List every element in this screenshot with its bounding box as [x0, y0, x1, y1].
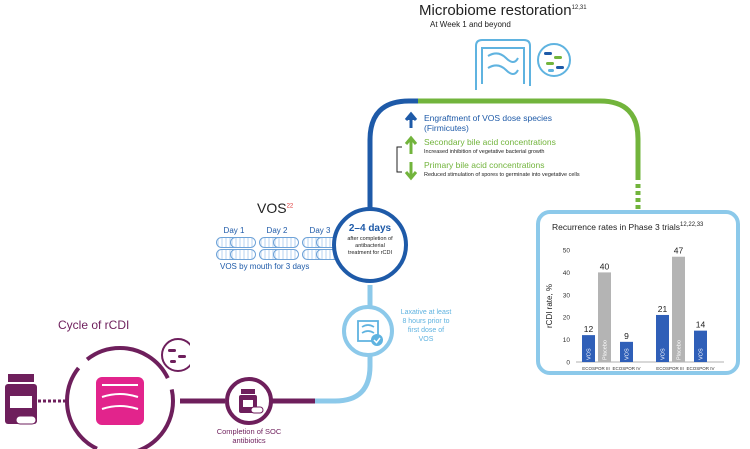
mechanism-primary-detail: Reduced stimulation of spores to germina… — [424, 172, 580, 178]
vos-day-2: Day 2 — [266, 226, 288, 235]
y-axis-label: rCDI rate, % — [545, 284, 554, 328]
bar-label: Placebo — [677, 340, 683, 360]
data-label: 9 — [624, 331, 629, 341]
mechanism-arrows — [404, 111, 418, 181]
y-tick-label: 10 — [563, 337, 571, 344]
intestine-restored-icon — [475, 39, 571, 90]
laxative-circle — [342, 305, 394, 357]
microbiome-title: Microbiome restoration12,31 — [419, 2, 587, 19]
bracket-icon — [396, 146, 402, 173]
bacteria-icon — [161, 338, 190, 372]
y-tick-label: 40 — [563, 270, 571, 277]
soc-circle — [225, 377, 273, 425]
flow-line-laxative — [315, 343, 373, 404]
intestine-check-icon — [357, 320, 383, 346]
bar-vos — [656, 314, 669, 362]
data-label: 14 — [696, 320, 706, 330]
data-label: 47 — [674, 246, 684, 256]
y-tick-label: 50 — [563, 248, 571, 255]
soc-text: Completion of SOC antibiotics — [216, 427, 282, 445]
trial-label: ECOSPOR IV — [686, 366, 714, 371]
arrow-up-secondary-icon — [404, 135, 418, 154]
data-label: 12 — [584, 324, 594, 334]
chart-title: Recurrence rates in Phase 3 trials12,22,… — [552, 222, 704, 232]
y-tick-label: 30 — [563, 292, 571, 299]
inflamed-intestine-icon — [96, 377, 144, 425]
vos-caption: VOS by mouth for 3 days — [220, 262, 310, 271]
vos-day-1: Day 1 — [223, 226, 245, 235]
bar-vos — [582, 335, 595, 362]
capsule-icon — [230, 237, 256, 248]
timing-detail: after completion of antibacterial treatm… — [347, 236, 393, 256]
cycle-diagram — [65, 338, 190, 449]
trial-label: ECOSPOR III — [582, 366, 610, 371]
bar-vos — [620, 341, 633, 362]
capsule-icon — [273, 249, 299, 260]
bar-label: VOS — [699, 348, 705, 360]
capsule-icon — [230, 249, 256, 260]
microbiome-subtitle: At Week 1 and beyond — [430, 20, 511, 29]
y-tick-label: 20 — [563, 315, 571, 322]
bar-label: Placebo — [603, 340, 609, 360]
cycle-ring — [65, 346, 175, 449]
trial-label: ECOSPOR IV — [612, 366, 640, 371]
data-label: 21 — [658, 304, 668, 314]
trial-label: ECOSPOR III — [656, 366, 684, 371]
timing-circle: 2–4 days after completion of antibacteri… — [332, 207, 408, 283]
medication-bottle-icon — [5, 374, 37, 425]
bar-vos — [694, 330, 707, 362]
arrow-up-engraftment-icon — [404, 111, 418, 128]
vos-title: VOS22 — [257, 200, 294, 216]
y-tick-label: 0 — [566, 360, 570, 367]
mechanism-primary-bile: Primary bile acid concentrations — [424, 160, 545, 170]
data-label: 40 — [600, 261, 610, 271]
flow-line-restoration — [418, 98, 641, 180]
laxative-text: Laxative at least 8 hours prior to first… — [400, 309, 452, 343]
antibiotic-bottle-icon — [239, 389, 264, 414]
mechanism-engraftment: Engraftment of VOS dose species (Firmicu… — [424, 113, 553, 133]
mechanism-secondary-detail: Increased inhibition of vegetative bacte… — [424, 149, 545, 155]
flow-line-engraftment — [367, 98, 418, 210]
arrow-down-primary-icon — [404, 162, 418, 181]
bar-label: VOS — [625, 348, 631, 360]
bar-placebo — [598, 272, 611, 362]
capsule-icon — [273, 237, 299, 248]
bar-label: VOS — [587, 348, 593, 360]
mechanism-secondary-bile: Secondary bile acid concentrations — [424, 137, 556, 147]
bar-placebo — [672, 256, 685, 362]
bar-label: VOS — [661, 348, 667, 360]
vos-day-3: Day 3 — [309, 226, 331, 235]
timing-headline: 2–4 days — [348, 223, 392, 234]
cycle-title: Cycle of rCDI — [58, 318, 130, 332]
